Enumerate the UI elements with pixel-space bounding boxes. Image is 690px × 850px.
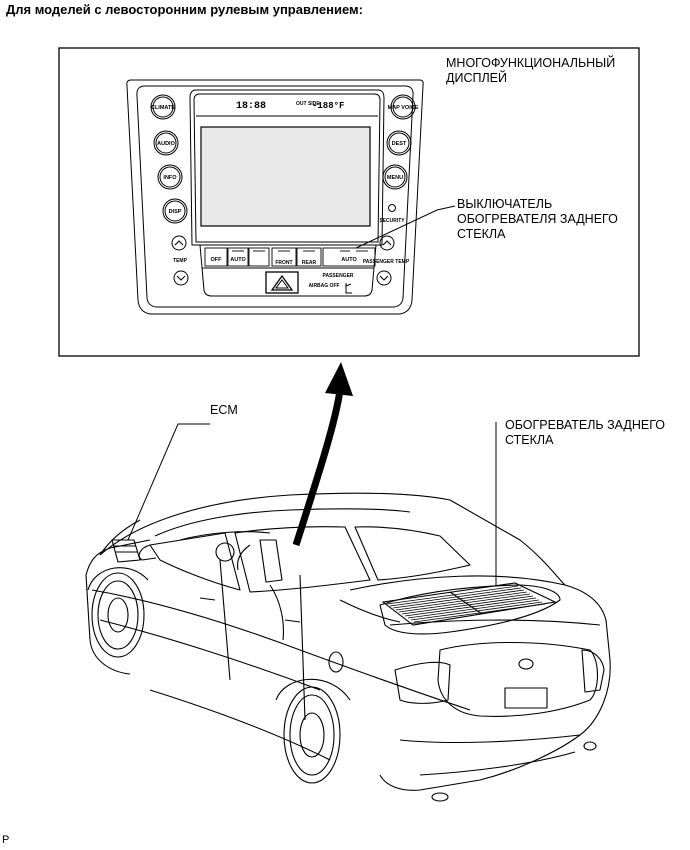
control-panel <box>126 79 424 315</box>
switch-callout-line-1: ВЫКЛЮЧАТЕЛЬ <box>457 197 553 211</box>
dest-label: DEST <box>392 141 407 147</box>
ecm-leader-line <box>127 423 210 541</box>
outside-temp-readout: -188°F <box>312 101 344 111</box>
disp-label: DISP <box>169 209 182 215</box>
temp-left-label: TEMP <box>173 258 188 264</box>
map-voice-label: MAP VOICE <box>388 105 419 111</box>
auto-label-left: AUTO <box>230 257 246 263</box>
airbag-label: AIRBAG OFF <box>308 283 339 289</box>
ecm-unit <box>111 539 141 563</box>
climate-label: CLIMATE <box>151 105 175 111</box>
panel-frame <box>58 47 640 357</box>
off-label: OFF <box>211 257 223 263</box>
outside-temp-label: OUT SIDE <box>296 101 320 107</box>
switch-callout: ВЫКЛЮЧАТЕЛЬ ОБОГРЕВАТЕЛЯ ЗАДНЕГО СТЕКЛА <box>457 197 618 242</box>
passenger-temp-up-button <box>379 235 395 251</box>
temp-up-button <box>171 235 187 251</box>
display-callout: МНОГОФУНКЦИОНАЛЬНЫЙ ДИСПЛЕЙ <box>446 56 615 86</box>
climate-button <box>150 94 176 120</box>
display-callout-line-2: ДИСПЛЕЙ <box>446 71 507 85</box>
rear-heater-callout-line-2: СТЕКЛА <box>505 433 554 447</box>
rear-window <box>379 584 561 635</box>
switch-callout-line-2: ОБОГРЕВАТЕЛЯ ЗАДНЕГО <box>457 212 618 226</box>
seat-icon <box>345 283 352 294</box>
car-illustration <box>85 492 611 802</box>
disp-button <box>162 198 188 224</box>
rear-label: REAR <box>302 260 317 266</box>
front-label: FRONT <box>275 260 292 266</box>
left-button-group <box>150 94 189 286</box>
auto-label-right: AUTO <box>341 257 357 263</box>
menu-button <box>382 164 408 190</box>
audio-button <box>153 130 179 156</box>
passenger-label: PASSENGER <box>322 273 353 279</box>
page-footer-letter: P <box>2 834 10 846</box>
passenger-temp-label: PASSENGER TEMP <box>363 259 410 265</box>
audio-label: AUDIO <box>157 141 175 147</box>
right-button-group <box>376 94 416 286</box>
ecm-callout: ECM <box>210 403 238 418</box>
page-header: Для моделей с левосторонним рулевым упра… <box>6 2 363 17</box>
security-indicator <box>388 204 396 212</box>
clock-readout: 18:88 <box>236 101 266 112</box>
temp-down-button <box>173 270 189 286</box>
rear-heater-callout-line-1: ОБОГРЕВАТЕЛЬ ЗАДНЕГО <box>505 418 666 432</box>
rear-defogger-grid <box>381 582 557 626</box>
pointer-arrow <box>292 362 353 547</box>
info-label: INFO <box>163 175 177 181</box>
ecm-callout-line-1: ECM <box>210 403 238 417</box>
display-screen <box>200 126 371 227</box>
map-voice-button <box>390 94 416 120</box>
dest-button <box>386 130 412 156</box>
switch-leader-line <box>355 205 456 249</box>
climate-button-row <box>204 247 376 267</box>
switch-callout-line-3: СТЕКЛА <box>457 227 506 241</box>
display-callout-line-1: МНОГОФУНКЦИОНАЛЬНЫЙ <box>446 56 616 70</box>
rear-heater-callout: ОБОГРЕВАТЕЛЬ ЗАДНЕГО СТЕКЛА <box>505 418 665 448</box>
passenger-temp-down-button <box>376 270 392 286</box>
info-button <box>157 164 183 190</box>
hazard-button <box>265 271 299 294</box>
security-label: SECURITY <box>379 218 405 224</box>
menu-label: MENU <box>387 175 403 181</box>
